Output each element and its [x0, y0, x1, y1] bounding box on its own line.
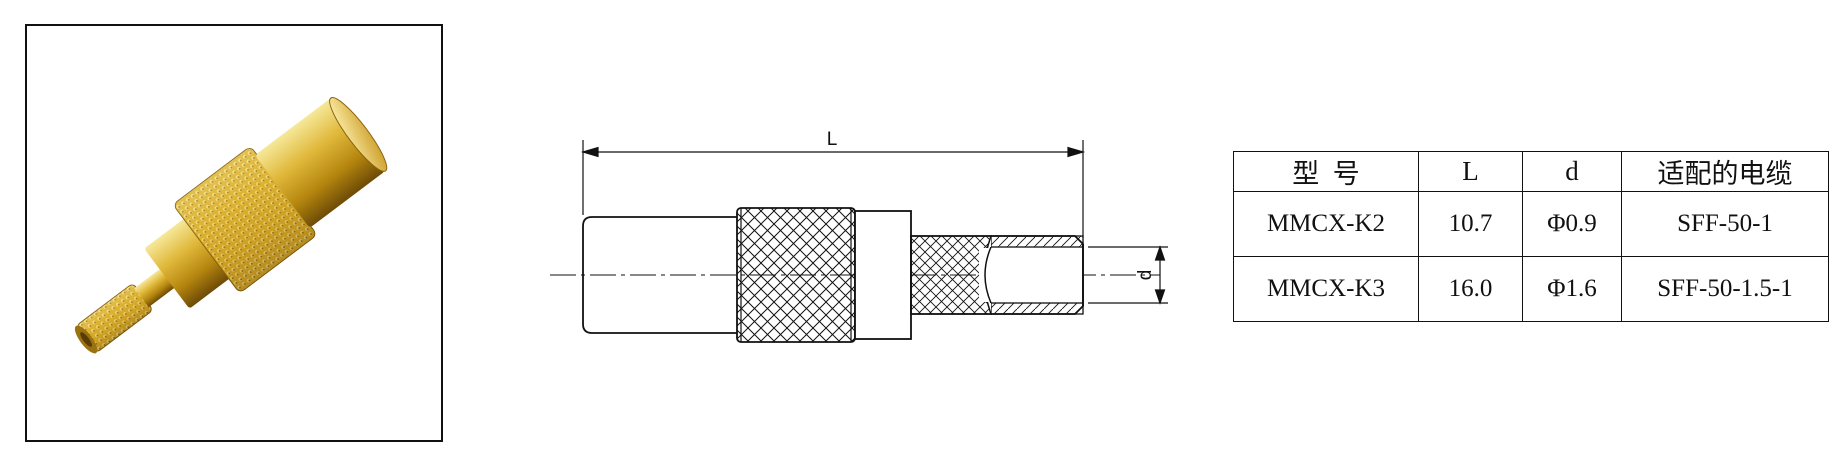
cell-diameter: Φ1.6: [1522, 256, 1622, 322]
cell-diameter: Φ0.9: [1522, 191, 1622, 257]
cell-cable: SFF-50-1.5-1: [1621, 256, 1829, 322]
cell-model: MMCX-K3: [1233, 256, 1419, 322]
table-row: MMCX-K3 16.0 Φ1.6 SFF-50-1.5-1: [1233, 256, 1829, 322]
dimension-d: [1088, 245, 1168, 305]
header-cable: 适配的电缆: [1621, 151, 1829, 192]
connector-technical-drawing: L d: [550, 129, 1168, 343]
table-header-row: 型 号 L d 适配的电缆: [1233, 151, 1829, 192]
connector-outline: [582, 207, 1084, 343]
cell-cable: SFF-50-1: [1621, 191, 1829, 257]
cell-length: 10.7: [1418, 191, 1523, 257]
header-model: 型 号: [1233, 151, 1419, 192]
table-row: MMCX-K2 10.7 Φ0.9 SFF-50-1: [1233, 191, 1829, 257]
dimension-l: [580, 140, 1086, 238]
spec-table: 型 号 L d 适配的电缆 MMCX-K2 10.7 Φ0.9 SFF-50-1…: [1233, 151, 1829, 322]
dimension-l-label: L: [827, 129, 838, 150]
product-photo-frame: [25, 24, 443, 442]
dimension-d-label: d: [1135, 270, 1156, 281]
header-diameter: d: [1522, 151, 1622, 192]
cell-length: 16.0: [1418, 256, 1523, 322]
header-length: L: [1418, 151, 1523, 192]
cell-model: MMCX-K2: [1233, 191, 1419, 257]
connector-photo: [74, 97, 388, 354]
